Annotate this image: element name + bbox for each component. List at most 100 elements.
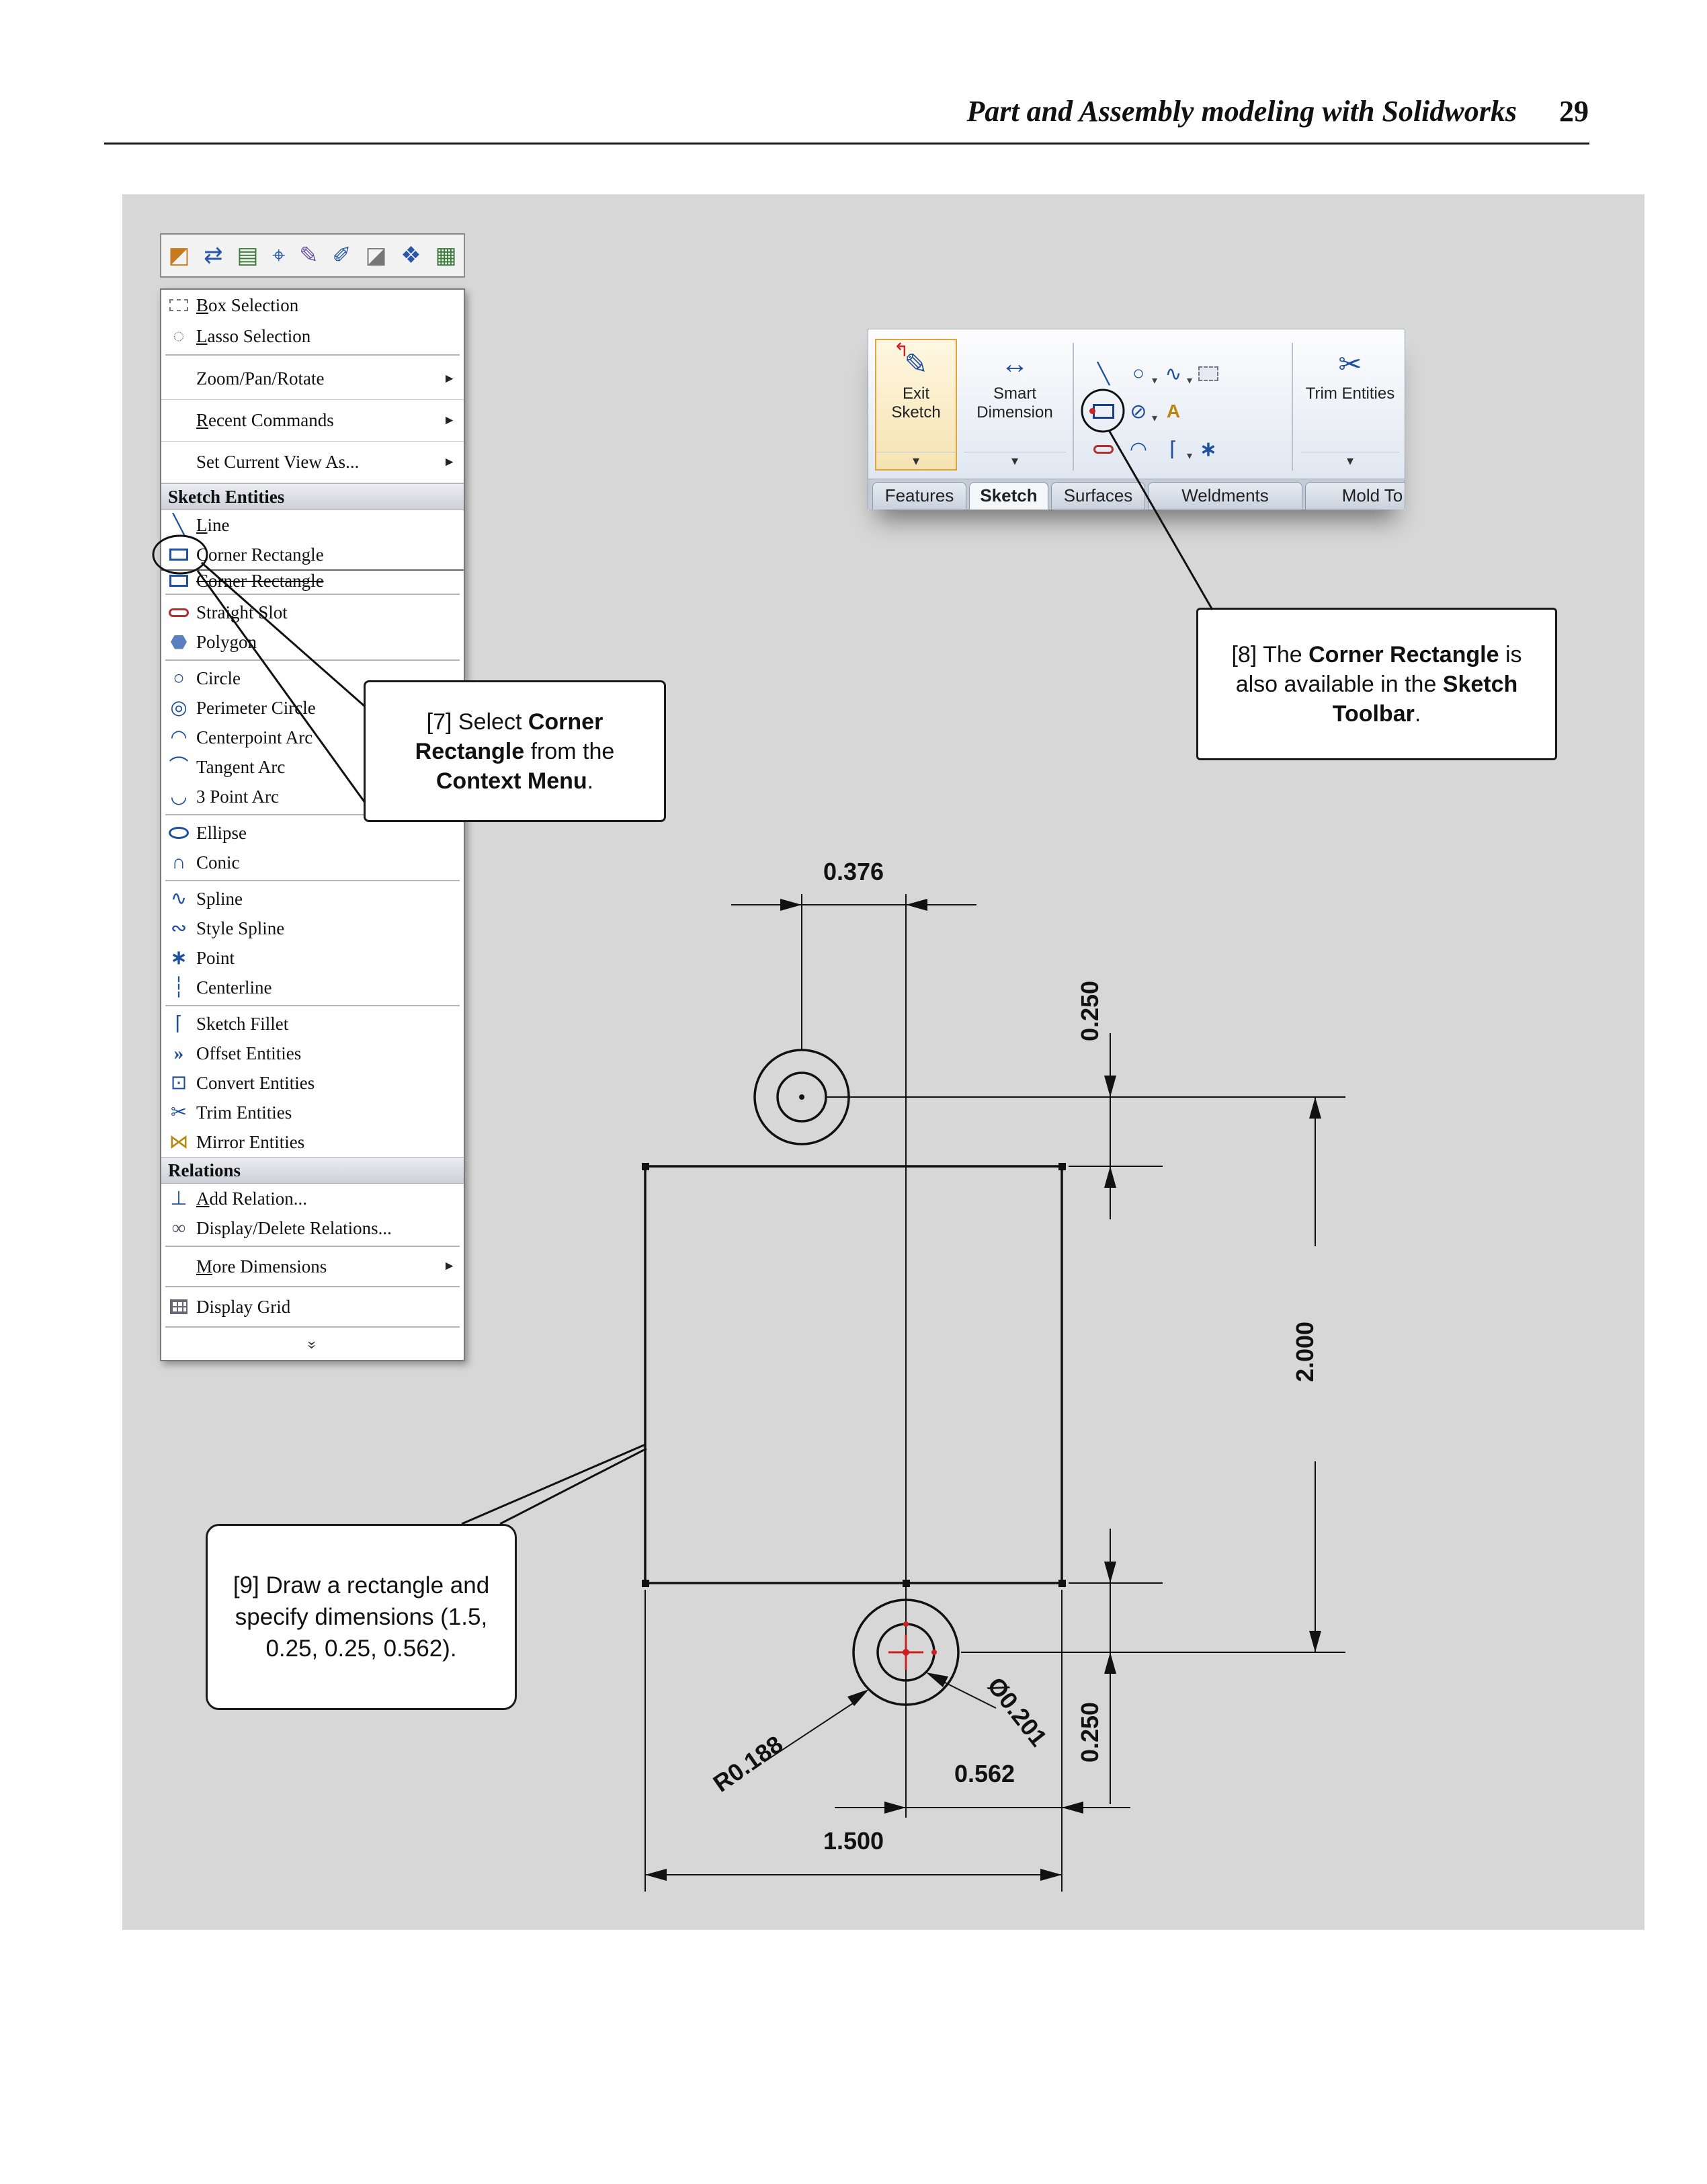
- bottom-hole-outer: [852, 1599, 960, 1706]
- box-select-icon[interactable]: ◩: [168, 243, 190, 268]
- eraser-icon[interactable]: ◪: [365, 243, 387, 268]
- dropdown-caret-icon[interactable]: [1301, 452, 1399, 469]
- marker-icon[interactable]: ❖: [401, 243, 421, 268]
- menu-item-straight-slot[interactable]: Straight Slot: [161, 598, 464, 627]
- submenu-arrow-icon: [443, 1259, 456, 1274]
- callout-8-text: [8] The Corner Rectangle is also availab…: [1209, 640, 1544, 729]
- menu-item-offset-entities[interactable]: Offset Entities: [161, 1039, 464, 1068]
- menu-item-trim-entities[interactable]: Trim Entities: [161, 1098, 464, 1127]
- paint-icon[interactable]: ✎: [299, 243, 319, 268]
- menu-item-corner-rectangle-artifact[interactable]: Corner Rectangle: [161, 569, 464, 591]
- dim-top-offset: 0.250: [1076, 981, 1104, 1041]
- menu-item-label: Perimeter Circle: [196, 697, 316, 718]
- menu-item-sketch-fillet[interactable]: Sketch Fillet: [161, 1009, 464, 1039]
- swap-arrows-icon[interactable]: ⇄: [204, 243, 223, 268]
- menu-item-display-delete-relations[interactable]: Display/Delete Relations...: [161, 1213, 464, 1243]
- page-title: Part and Assembly modeling with Solidwor…: [966, 95, 1517, 128]
- menu-item-set-current-view-as[interactable]: Set Current View As...: [161, 442, 464, 483]
- figure-panel: ◩ ⇄ ▤ ⌖ ✎ ✐ ◪ ❖ ▦ Box Selection Lasso Se…: [122, 194, 1644, 1930]
- fillet-tool-icon[interactable]: [1156, 430, 1192, 468]
- dropdown-caret-icon[interactable]: [964, 452, 1066, 469]
- tab-features[interactable]: Features: [872, 482, 966, 510]
- menu-item-label: Recent Commands: [196, 410, 334, 430]
- menu-item-display-grid[interactable]: Display Grid: [161, 1290, 464, 1324]
- tab-weldments[interactable]: Weldments: [1148, 482, 1302, 510]
- menu-item-label: Lasso Selection: [196, 325, 311, 346]
- mirror-tool-icon[interactable]: [1156, 393, 1191, 430]
- empty-cell: [1191, 393, 1226, 430]
- tab-mold-tools[interactable]: Mold To: [1305, 482, 1405, 510]
- dim-top-width: 0.376: [823, 858, 884, 885]
- context-menu: Box Selection Lasso Selection Zoom/Pan/R…: [160, 288, 465, 1361]
- circle-icon: [161, 669, 196, 688]
- convert-entities-icon: [161, 1074, 196, 1093]
- slot-tool-icon[interactable]: [1086, 430, 1121, 468]
- menu-item-label: Style Spline: [196, 918, 285, 938]
- sketch-tools-grid: [1086, 355, 1226, 468]
- menu-item-label: Polygon: [196, 631, 257, 652]
- menu-item-conic[interactable]: Conic: [161, 848, 464, 877]
- dim-bottom-x: 0.562: [954, 1760, 1015, 1787]
- tab-sketch[interactable]: Sketch: [969, 482, 1048, 510]
- callout-text-bold: Corner Rectangle: [415, 709, 603, 764]
- menu-expand-row[interactable]: [161, 1330, 464, 1360]
- zoom-icon[interactable]: ⌖: [272, 243, 286, 268]
- menu-item-mirror-entities[interactable]: Mirror Entities: [161, 1127, 464, 1157]
- menu-item-box-selection[interactable]: Box Selection: [161, 290, 464, 321]
- tab-surfaces[interactable]: Surfaces: [1051, 482, 1145, 510]
- menu-item-label: Point: [196, 947, 235, 968]
- menu-item-label: Display Grid: [196, 1296, 291, 1317]
- straight-slot-icon: [161, 608, 196, 617]
- menu-item-lasso-selection[interactable]: Lasso Selection: [161, 321, 464, 352]
- menu-item-label: Centerline: [196, 977, 272, 998]
- arc-tool-icon[interactable]: [1121, 430, 1156, 468]
- callout-7: [7] Select Corner Rectangle from the Con…: [364, 680, 666, 822]
- line-tool-icon[interactable]: [1086, 355, 1121, 393]
- quick-toolbar: ◩ ⇄ ▤ ⌖ ✎ ✐ ◪ ❖ ▦: [160, 233, 465, 278]
- menu-item-line[interactable]: Line: [161, 510, 464, 540]
- grid-icon[interactable]: ▦: [435, 243, 457, 268]
- menu-section-relations: Relations: [161, 1157, 464, 1184]
- pattern-tool-icon[interactable]: [1191, 355, 1226, 393]
- menu-item-more-dimensions[interactable]: More Dimensions: [161, 1250, 464, 1283]
- menu-separator: [161, 1243, 464, 1250]
- callout-text-segment: [8] The: [1231, 641, 1309, 668]
- dim-hole-diameter: Ø0.201: [982, 1672, 1052, 1751]
- menu-item-spline[interactable]: Spline: [161, 884, 464, 914]
- display-delete-relations-icon: [161, 1219, 196, 1238]
- exit-sketch-label: Exit Sketch: [891, 385, 941, 421]
- conic-icon: [161, 853, 196, 873]
- sketch-fillet-icon: [161, 1014, 196, 1034]
- menu-item-convert-entities[interactable]: Convert Entities: [161, 1068, 464, 1098]
- menu-item-ellipse[interactable]: Ellipse: [161, 818, 464, 848]
- spline-tool-icon[interactable]: [1156, 355, 1192, 393]
- menu-item-recent-commands[interactable]: Recent Commands: [161, 400, 464, 442]
- menu-separator: [161, 657, 464, 663]
- menu-item-zoom-pan-rotate[interactable]: Zoom/Pan/Rotate: [161, 358, 464, 400]
- image-icon[interactable]: ▤: [237, 243, 259, 268]
- ellipse-icon: [161, 827, 196, 839]
- smart-dimension-button[interactable]: Smart Dimension: [962, 339, 1067, 471]
- perimeter-circle-tool-icon[interactable]: [1121, 393, 1157, 430]
- menu-item-label: 3 Point Arc: [196, 786, 280, 807]
- add-relation-icon: [161, 1189, 196, 1209]
- trim-entities-button[interactable]: Trim Entities: [1300, 339, 1401, 471]
- menu-item-style-spline[interactable]: Style Spline: [161, 914, 464, 943]
- menu-section-label: Sketch Entities: [168, 486, 285, 507]
- callout-text-segment: .: [587, 768, 594, 794]
- callout-9: [9] Draw a rectangle and specify dimensi…: [206, 1524, 517, 1710]
- point-tool-icon[interactable]: [1191, 430, 1226, 468]
- menu-item-centerline[interactable]: Centerline: [161, 973, 464, 1002]
- exit-sketch-button[interactable]: Exit Sketch: [875, 339, 957, 471]
- menu-item-corner-rectangle[interactable]: Corner Rectangle: [161, 540, 464, 569]
- pencil-icon[interactable]: ✐: [332, 243, 351, 268]
- menu-item-polygon[interactable]: Polygon: [161, 627, 464, 657]
- dim-height: 2.000: [1291, 1322, 1319, 1382]
- header-rule: [104, 143, 1589, 145]
- menu-item-add-relation[interactable]: Add Relation...: [161, 1184, 464, 1213]
- dropdown-caret-icon[interactable]: [876, 452, 956, 469]
- corner-rectangle-tool-icon[interactable]: [1086, 393, 1121, 430]
- circle-tool-icon[interactable]: [1121, 355, 1157, 393]
- callout-text-segment: .: [1414, 700, 1421, 727]
- menu-item-point[interactable]: Point: [161, 943, 464, 973]
